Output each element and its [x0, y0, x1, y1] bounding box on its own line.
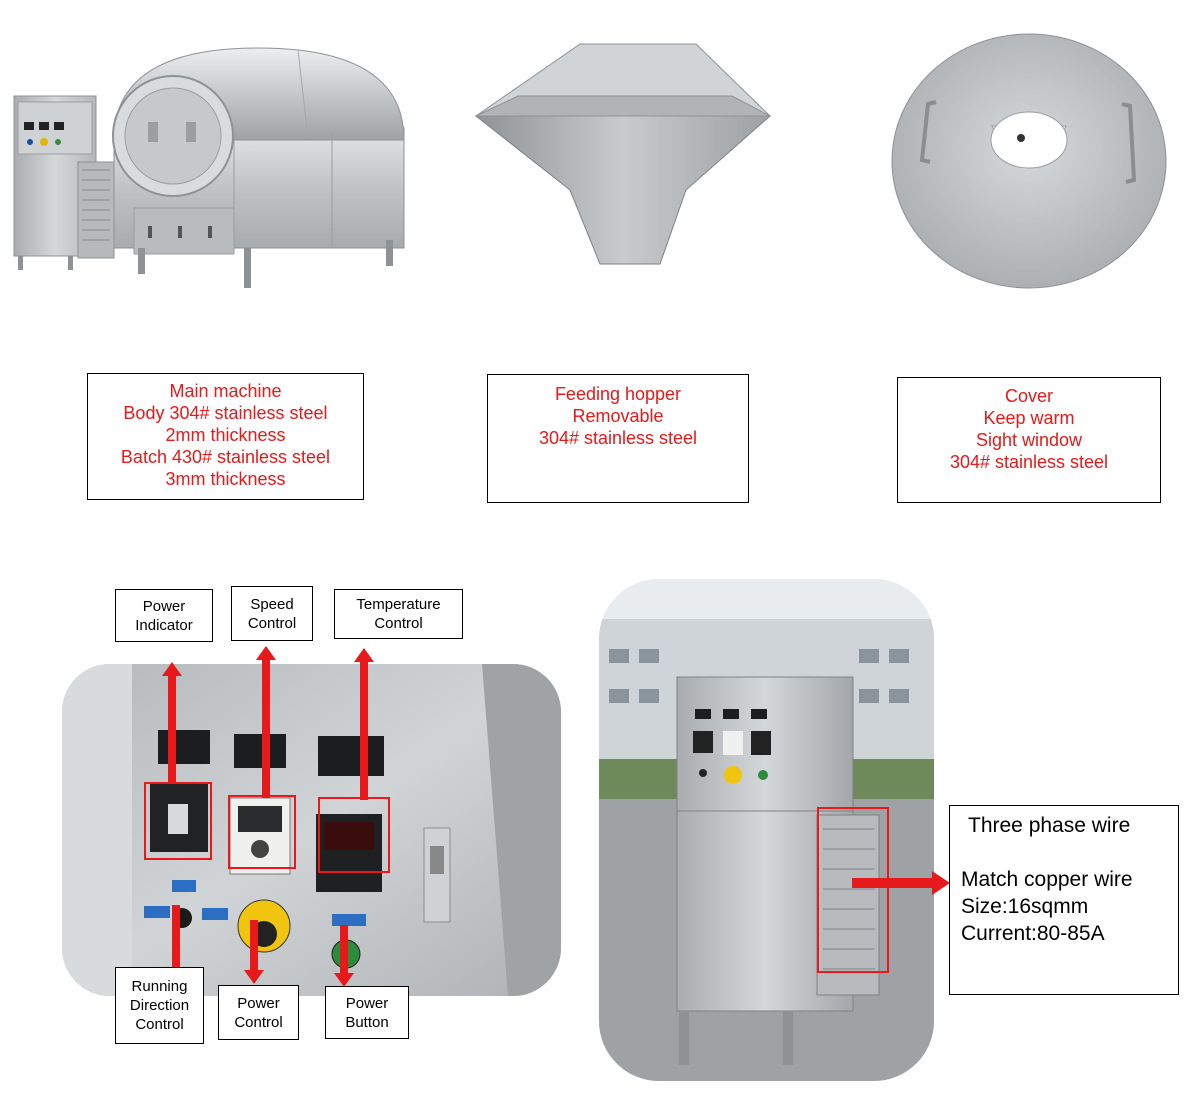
power-indicator-highlight	[144, 782, 212, 860]
label-line: Control	[135, 1016, 184, 1033]
label-line: Direction	[129, 997, 190, 1014]
label-line: Control	[234, 1013, 283, 1031]
feeding-hopper-caption: Feeding hopper Removable 304# stainless …	[487, 374, 749, 503]
main-machine-caption: Main machine Body 304# stainless steel 2…	[87, 373, 364, 500]
power-indicator-arrow	[168, 672, 176, 784]
temperature-control-label: Temperature Control	[334, 589, 463, 639]
caption-line: Cover	[1004, 386, 1053, 406]
wire-arrow	[852, 878, 934, 888]
label-line: Power	[345, 994, 389, 1012]
cover-photo	[888, 30, 1170, 292]
caption-line: Main machine	[169, 381, 282, 401]
arrow-head-icon	[932, 871, 950, 895]
arrow-head-icon	[334, 973, 354, 987]
speed-control-label: Speed Control	[231, 586, 313, 641]
caption-line: Batch 430# stainless steel	[120, 447, 331, 467]
caption-line: Sight window	[975, 430, 1083, 450]
label-line: Running	[131, 978, 188, 995]
control-panel-photo	[62, 664, 561, 996]
wire-line: Match copper wire	[961, 868, 1133, 891]
caption-line: Removable	[572, 406, 664, 426]
control-cabinet-photo	[599, 579, 934, 1081]
power-control-arrow	[250, 920, 258, 970]
wire-line: Current:80-85A	[961, 922, 1105, 945]
label-line: Temperature	[356, 596, 441, 613]
label-line: Speed	[250, 595, 294, 613]
speed-control-arrow	[262, 658, 270, 798]
wire-title: Three phase wire	[968, 814, 1131, 837]
caption-line: 2mm thickness	[165, 425, 286, 445]
arrow-head-icon	[162, 662, 182, 676]
label-line: Control	[247, 614, 297, 632]
arrow-head-icon	[256, 646, 276, 660]
arrow-head-icon	[354, 648, 374, 662]
label-line: Control	[374, 615, 423, 632]
temperature-control-highlight	[318, 797, 390, 873]
power-button-label: Power Button	[325, 986, 409, 1039]
power-indicator-label: Power Indicator	[115, 589, 213, 642]
running-direction-label: Running Direction Control	[115, 967, 204, 1044]
caption-line: Body 304# stainless steel	[123, 403, 328, 423]
three-phase-wire-info: Three phase wire Match copper wire Size:…	[949, 805, 1179, 995]
wire-line: Size:16sqmm	[961, 895, 1089, 918]
caption-line: Feeding hopper	[554, 384, 682, 404]
caption-line: 304# stainless steel	[949, 452, 1109, 472]
running-direction-arrow	[172, 905, 180, 969]
caption-line: 3mm thickness	[165, 469, 286, 489]
power-button-arrow	[340, 925, 348, 973]
temperature-control-arrow	[360, 660, 368, 800]
caption-line: 304# stainless steel	[538, 428, 698, 448]
power-control-label: Power Control	[218, 985, 299, 1040]
label-line: Button	[345, 1013, 389, 1031]
feeding-hopper-photo	[470, 40, 780, 270]
caption-line: Keep warm	[983, 408, 1075, 428]
cover-caption: Cover Keep warm Sight window 304# stainl…	[897, 377, 1161, 503]
three-phase-wire-highlight	[817, 807, 889, 973]
speed-control-highlight	[228, 795, 296, 869]
label-line: Power	[237, 994, 280, 1012]
arrow-head-icon	[244, 970, 264, 984]
label-line: Indicator	[135, 616, 193, 634]
main-machine-photo	[8, 40, 428, 290]
label-line: Power	[142, 597, 186, 615]
